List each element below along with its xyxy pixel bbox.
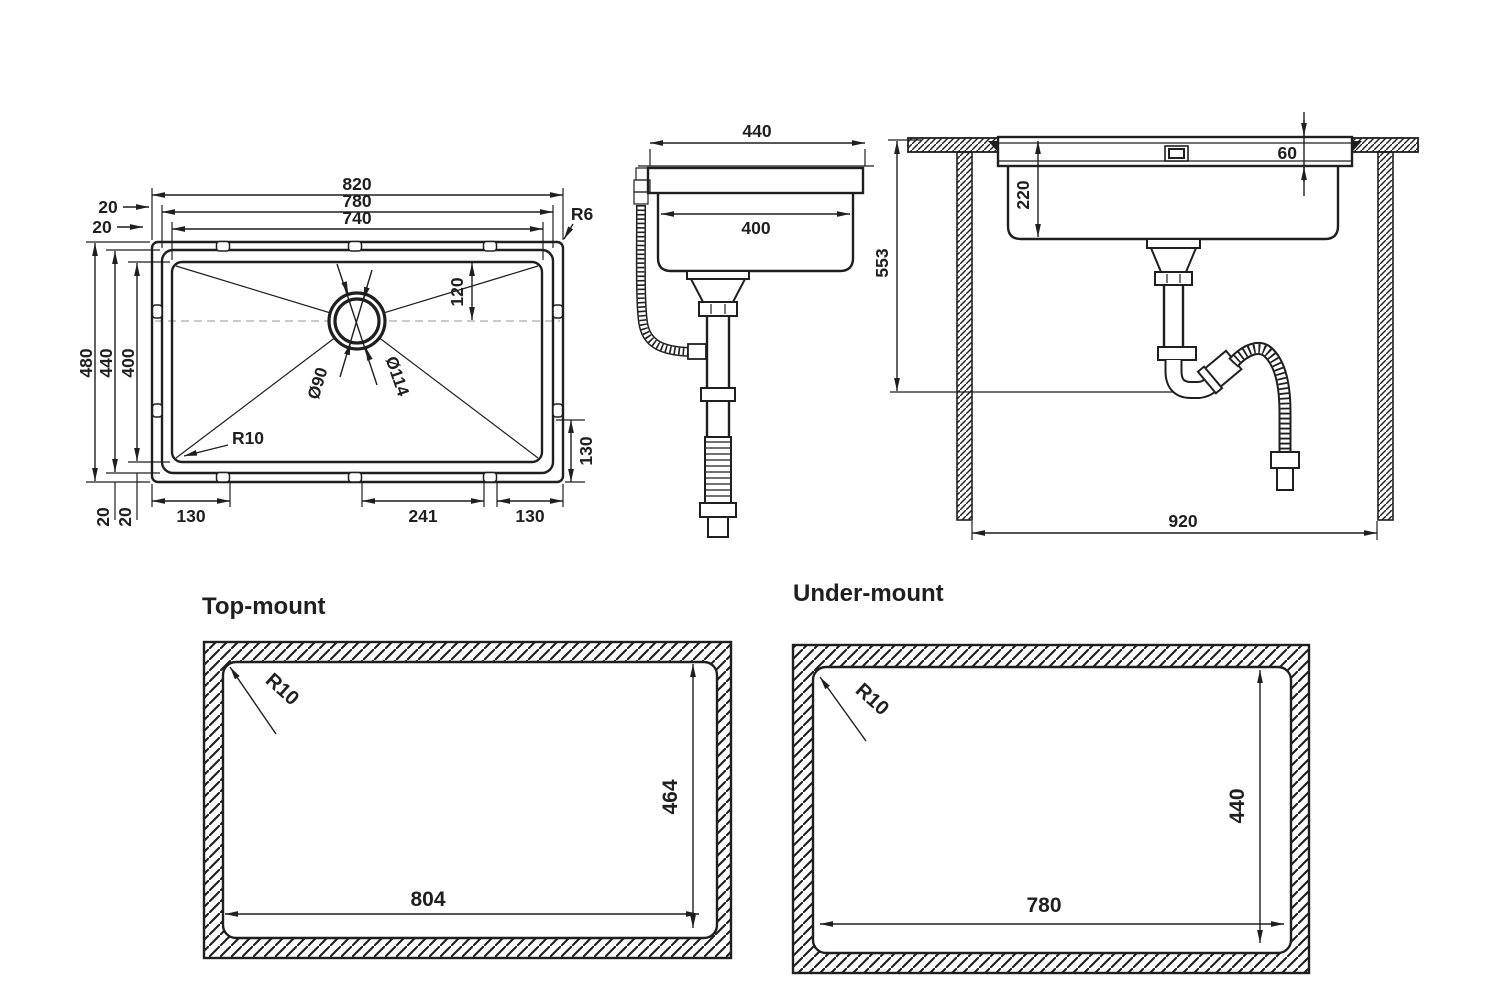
dim-20-bottom-b: 20 [115, 507, 135, 527]
plan-view: Ø90 Ø114 R10 R6 820 780 740 20 20 [76, 174, 596, 527]
dim-20-bottom-a: 20 [93, 507, 113, 527]
side-view: 440 400 [633, 121, 874, 538]
dim-780: 780 [342, 191, 371, 211]
countertop-right [1351, 137, 1419, 153]
side-bowl-section [656, 193, 855, 273]
spray-hose [633, 167, 707, 360]
dim-920-lines [971, 521, 1378, 540]
plan-r6-label: R6 [571, 204, 594, 224]
plan-top-dimensions [117, 188, 564, 260]
side-drain-assembly [686, 270, 750, 538]
top-mount-cutout [221, 660, 719, 940]
cabinet-section-view: 553 220 60 [872, 112, 1419, 540]
dim-130-left: 130 [176, 506, 205, 526]
side-rim-section [646, 166, 865, 195]
dim-20-top-a: 20 [98, 197, 118, 217]
side-dim-440: 440 [742, 121, 771, 141]
section-bowl [1006, 166, 1340, 241]
dim-740: 740 [342, 208, 371, 228]
drain-inner-diameter-label: Ø90 [304, 365, 332, 401]
dim-120: 120 [447, 277, 467, 306]
top-mount-r10-leader [229, 666, 277, 735]
plan-r10-label: R10 [232, 428, 264, 448]
top-mount-template: Top-mount R10 464 804 [202, 593, 733, 960]
overflow-hole-inner [1168, 148, 1185, 159]
countertop-left [907, 137, 999, 153]
cabinet-wall-left [956, 151, 973, 521]
plan-rim-edge [160, 248, 555, 475]
dim-553: 553 [872, 248, 892, 277]
plan-r6-leader [563, 223, 574, 240]
under-mount-cutout [811, 665, 1293, 955]
dim-480: 480 [76, 348, 96, 377]
top-mount-title: Top-mount [202, 593, 326, 620]
plan-bowl-edge [170, 260, 544, 464]
mounting-clips [151, 240, 564, 483]
top-mount-dim-width: 804 [410, 888, 445, 911]
under-mount-title: Under-mount [793, 580, 944, 607]
plan-right-dimensions [469, 263, 585, 483]
dim-241: 241 [408, 506, 437, 526]
drain-hole [327, 263, 387, 386]
top-mount-dim-height: 464 [659, 779, 682, 814]
dim-820: 820 [342, 174, 371, 194]
seal-left [988, 141, 998, 152]
dim-920: 920 [1168, 511, 1197, 531]
seal-right [1352, 141, 1362, 152]
under-mount-template: Under-mount R10 440 780 [791, 580, 1311, 975]
dim-440-plan: 440 [96, 348, 116, 377]
plan-r10-leader [183, 444, 229, 457]
dim-400-plan: 400 [118, 348, 138, 377]
plan-left-dimensions [86, 241, 170, 520]
plan-diagonals [175, 265, 539, 459]
side-dim-400: 400 [741, 218, 770, 238]
dim-130-side: 130 [576, 436, 596, 465]
dim-20-top-b: 20 [92, 217, 112, 237]
dim-130-right: 130 [515, 506, 544, 526]
under-mount-r10-leader [819, 676, 867, 742]
plan-bottom-dimensions [151, 483, 564, 507]
drain-outer-diameter-label: Ø114 [382, 354, 413, 399]
section-rim [996, 135, 1354, 168]
cabinet-wall-right [1377, 151, 1394, 521]
dim-220: 220 [1013, 180, 1033, 209]
section-drain-assembly [1146, 238, 1300, 491]
under-mount-dim-height: 440 [1226, 788, 1249, 823]
dim-60: 60 [1278, 143, 1298, 163]
under-mount-dim-width: 780 [1026, 894, 1061, 917]
